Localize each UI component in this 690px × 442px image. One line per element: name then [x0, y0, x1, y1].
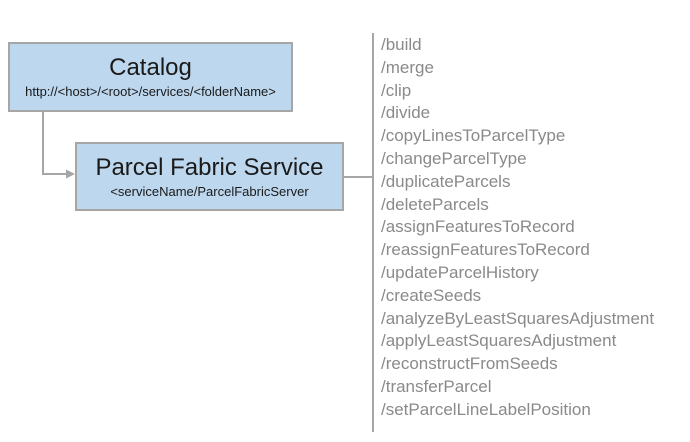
- endpoint-item: /clip: [381, 80, 412, 100]
- endpoint-item: /setParcelLineLabelPosition: [381, 399, 591, 419]
- service-subtitle: <serviceName/ParcelFabricServer: [110, 183, 309, 199]
- endpoint-list: /build/merge/clip/divide/copyLinesToParc…: [381, 34, 686, 422]
- endpoint-item: /assignFeaturesToRecord: [381, 217, 575, 237]
- parcel-fabric-service-box: Parcel Fabric Service <serviceName/Parce…: [75, 142, 344, 211]
- service-title: Parcel Fabric Service: [95, 153, 324, 181]
- catalog-title: Catalog: [109, 54, 192, 82]
- catalog-subtitle: http://<host>/<root>/services/<folderNam…: [25, 84, 276, 99]
- endpoint-item: /merge: [381, 57, 434, 77]
- endpoint-item: /reconstructFromSeeds: [381, 354, 558, 374]
- endpoint-item: /transferParcel: [381, 376, 492, 396]
- connector-catalog-to-service: [42, 112, 67, 175]
- catalog-box: Catalog http://<host>/<root>/services/<f…: [8, 42, 293, 112]
- endpoint-item: /createSeeds: [381, 285, 482, 305]
- endpoint-item: /duplicateParcels: [381, 171, 511, 191]
- endpoint-item: /build: [381, 35, 422, 54]
- endpoint-item: /deleteParcels: [381, 194, 489, 214]
- endpoint-item: /changeParcelType: [381, 148, 527, 168]
- endpoint-item: /analyzeByLeastSquaresAdjustment: [381, 308, 655, 328]
- endpoint-separator-line: [372, 33, 374, 432]
- arrowhead-icon: [66, 169, 75, 179]
- endpoint-item: /applyLeastSquaresAdjustment: [381, 331, 617, 351]
- endpoint-item: /reassignFeaturesToRecord: [381, 240, 590, 260]
- endpoint-item: /copyLinesToParcelType: [381, 126, 566, 146]
- endpoint-item: /updateParcelHistory: [381, 262, 539, 282]
- endpoint-item: /divide: [381, 103, 431, 123]
